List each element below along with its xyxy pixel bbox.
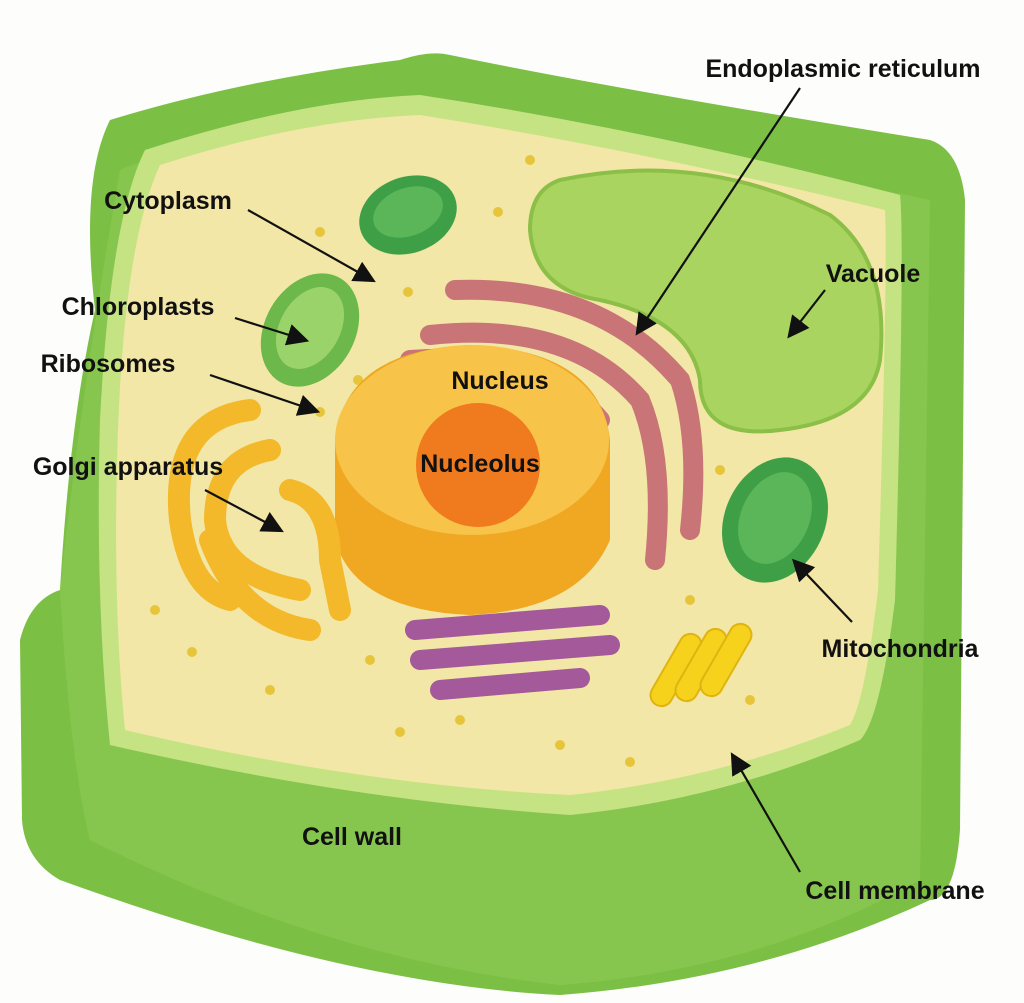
nucleolus bbox=[416, 403, 540, 527]
golgi-apparatus bbox=[167, 399, 351, 641]
label-golgi-apparatus: Golgi apparatus bbox=[33, 453, 223, 481]
purple-organelle bbox=[405, 605, 620, 700]
arrow-ribosomes bbox=[209, 373, 321, 416]
label-vacuole: Vacuole bbox=[826, 260, 921, 288]
label-arrows bbox=[204, 87, 853, 873]
label-nucleolus: Nucleolus bbox=[420, 450, 539, 478]
label-nucleus: Nucleus bbox=[451, 367, 548, 395]
chloroplast bbox=[260, 273, 360, 387]
label-mitochondria: Mitochondria bbox=[822, 635, 980, 663]
arrow-er bbox=[635, 87, 801, 336]
label-cell-wall: Cell wall bbox=[302, 823, 402, 851]
arrow-chloroplasts bbox=[234, 316, 310, 346]
arrow-golgi bbox=[204, 489, 284, 533]
label-cell-membrane: Cell membrane bbox=[805, 877, 984, 905]
arrow-mitochondria bbox=[791, 558, 853, 623]
arrow-cytoplasm bbox=[247, 209, 376, 283]
yellow-bundle bbox=[649, 622, 753, 708]
vacuole bbox=[527, 168, 884, 434]
label-cytoplasm: Cytoplasm bbox=[104, 187, 232, 215]
mitochondrion-top bbox=[359, 175, 457, 255]
nucleus bbox=[335, 345, 610, 615]
label-endoplasmic-reticulum: Endoplasmic reticulum bbox=[705, 55, 980, 83]
arrow-vacuole bbox=[787, 289, 826, 339]
arrow-cell-membrane bbox=[730, 752, 801, 873]
label-chloroplasts: Chloroplasts bbox=[62, 293, 215, 321]
mitochondrion-right bbox=[722, 457, 828, 583]
label-ribosomes: Ribosomes bbox=[41, 350, 176, 378]
